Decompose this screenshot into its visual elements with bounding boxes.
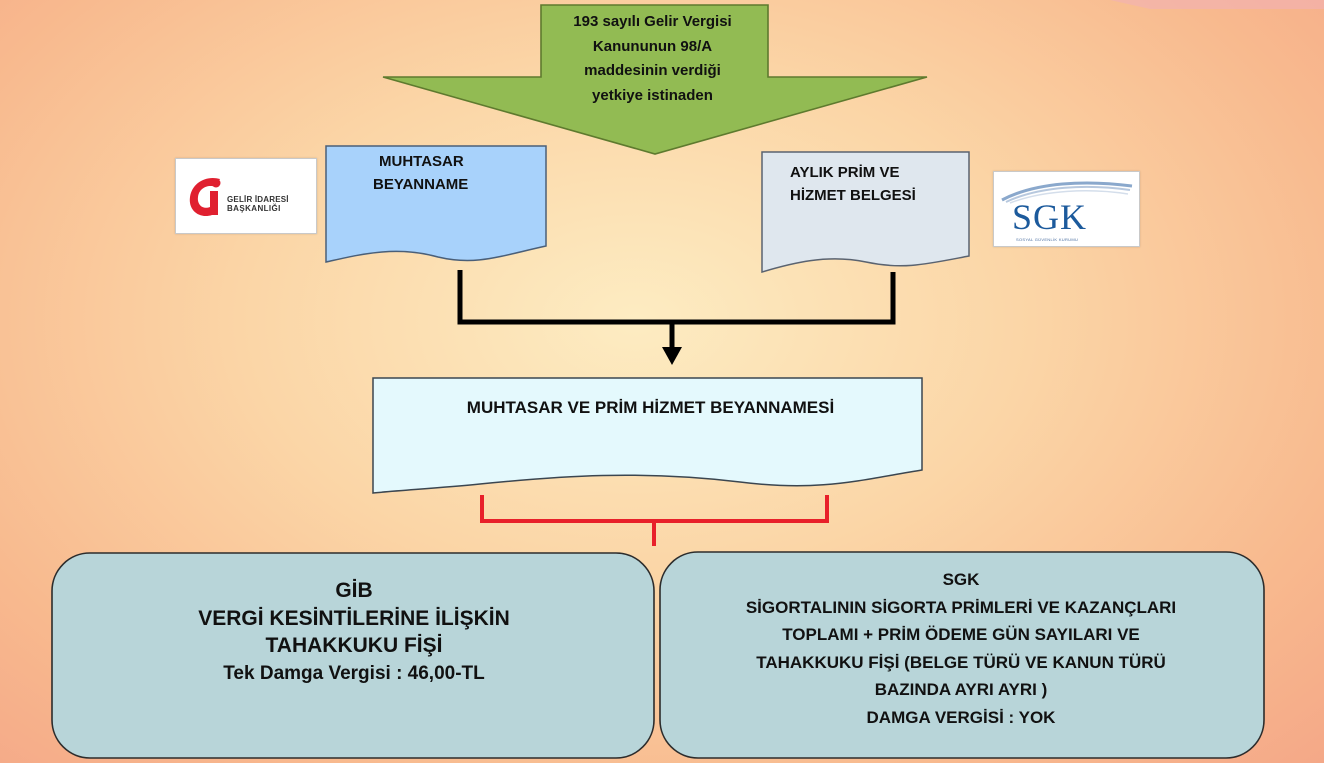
muhtasar-doc-text: MUHTASAR BEYANNAME: [343, 150, 523, 196]
muhtasar-document-shape: [325, 145, 547, 263]
muhtasar-doc-line: MUHTASAR: [379, 153, 464, 170]
sgk-box-text: SGK SİGORTALININ SİGORTA PRİMLERİ VE KAZ…: [662, 566, 1260, 731]
gib-box-line: Tek Damga Vergisi : 46,00-TL: [223, 662, 485, 684]
sgk-box-line: SİGORTALININ SİGORTA PRİMLERİ VE KAZANÇL…: [745, 597, 1177, 617]
sgk-box-line: TAHAKKUKU FİŞİ (BELGE TÜRÜ VE KANUN TÜRÜ: [756, 652, 1166, 672]
top-arrow-line: yetkiye istinaden: [592, 86, 713, 104]
gib-box-line: TAHAKKUKU FİŞİ: [265, 634, 443, 657]
sgk-box-shape: [659, 551, 1265, 759]
top-arrow-line: Kanununun 98/A: [592, 37, 713, 55]
sgk-logo-subtitle: SOSYAL GÜVENLİK KURUMU: [1016, 237, 1079, 242]
split-brace: [480, 495, 829, 546]
gib-box-text: GİB VERGİ KESİNTİLERİNE İLİŞKİN TAHAKKUK…: [55, 577, 653, 687]
merge-arrowhead: [662, 347, 682, 365]
muhtasar-doc-line: BEYANNAME: [373, 176, 469, 193]
merge-connector: [457, 270, 896, 351]
gib-box-line: GİB: [335, 579, 373, 602]
aylik-doc-text: AYLIK PRİM VE HİZMET BELGESİ: [790, 161, 960, 207]
top-arrow-text: 193 sayılı Gelir Vergisi Kanununun 98/A …: [545, 10, 760, 108]
sgk-logo-icon: [1001, 181, 1133, 204]
gib-box-line: VERGİ KESİNTİLERİNE İLİŞKİN: [198, 606, 510, 630]
top-arrow-line: 193 sayılı Gelir Vergisi: [573, 13, 732, 30]
corner-glare: [1110, 0, 1324, 9]
gib-logo-wordmark: BAŞKANLIĞI: [227, 204, 281, 213]
top-down-arrow: [382, 4, 928, 155]
sgk-logo: SGK SOSYAL GÜVENLİK KURUMU: [993, 171, 1140, 247]
gib-box-shape: [51, 552, 655, 759]
combined-document-shape: [372, 377, 923, 494]
top-arrow-line: maddesinin verdiği: [584, 62, 721, 79]
sgk-box-line: BAZINDA AYRI AYRI ): [874, 680, 1048, 699]
aylik-doc-line: AYLIK PRİM VE: [790, 164, 900, 181]
sgk-box-line: SGK: [942, 570, 980, 589]
gib-logo-wordmark: GELİR İDARESİ: [227, 195, 289, 204]
gib-logo-icon: [189, 177, 221, 217]
combined-doc-label: MUHTASAR VE PRİM HİZMET BEYANNAMESİ: [466, 398, 835, 417]
gib-logo: GELİR İDARESİ BAŞKANLIĞI: [175, 158, 317, 234]
aylik-doc-line: HİZMET BELGESİ: [790, 187, 916, 204]
sgk-box-line: DAMGA VERGİSİ : YOK: [866, 707, 1056, 727]
aylik-document-shape: [761, 151, 970, 274]
sgk-box-line: TOPLAMI + PRİM ÖDEME GÜN SAYILARI VE: [782, 625, 1140, 644]
sgk-logo-wordmark: SGK: [1012, 197, 1088, 237]
